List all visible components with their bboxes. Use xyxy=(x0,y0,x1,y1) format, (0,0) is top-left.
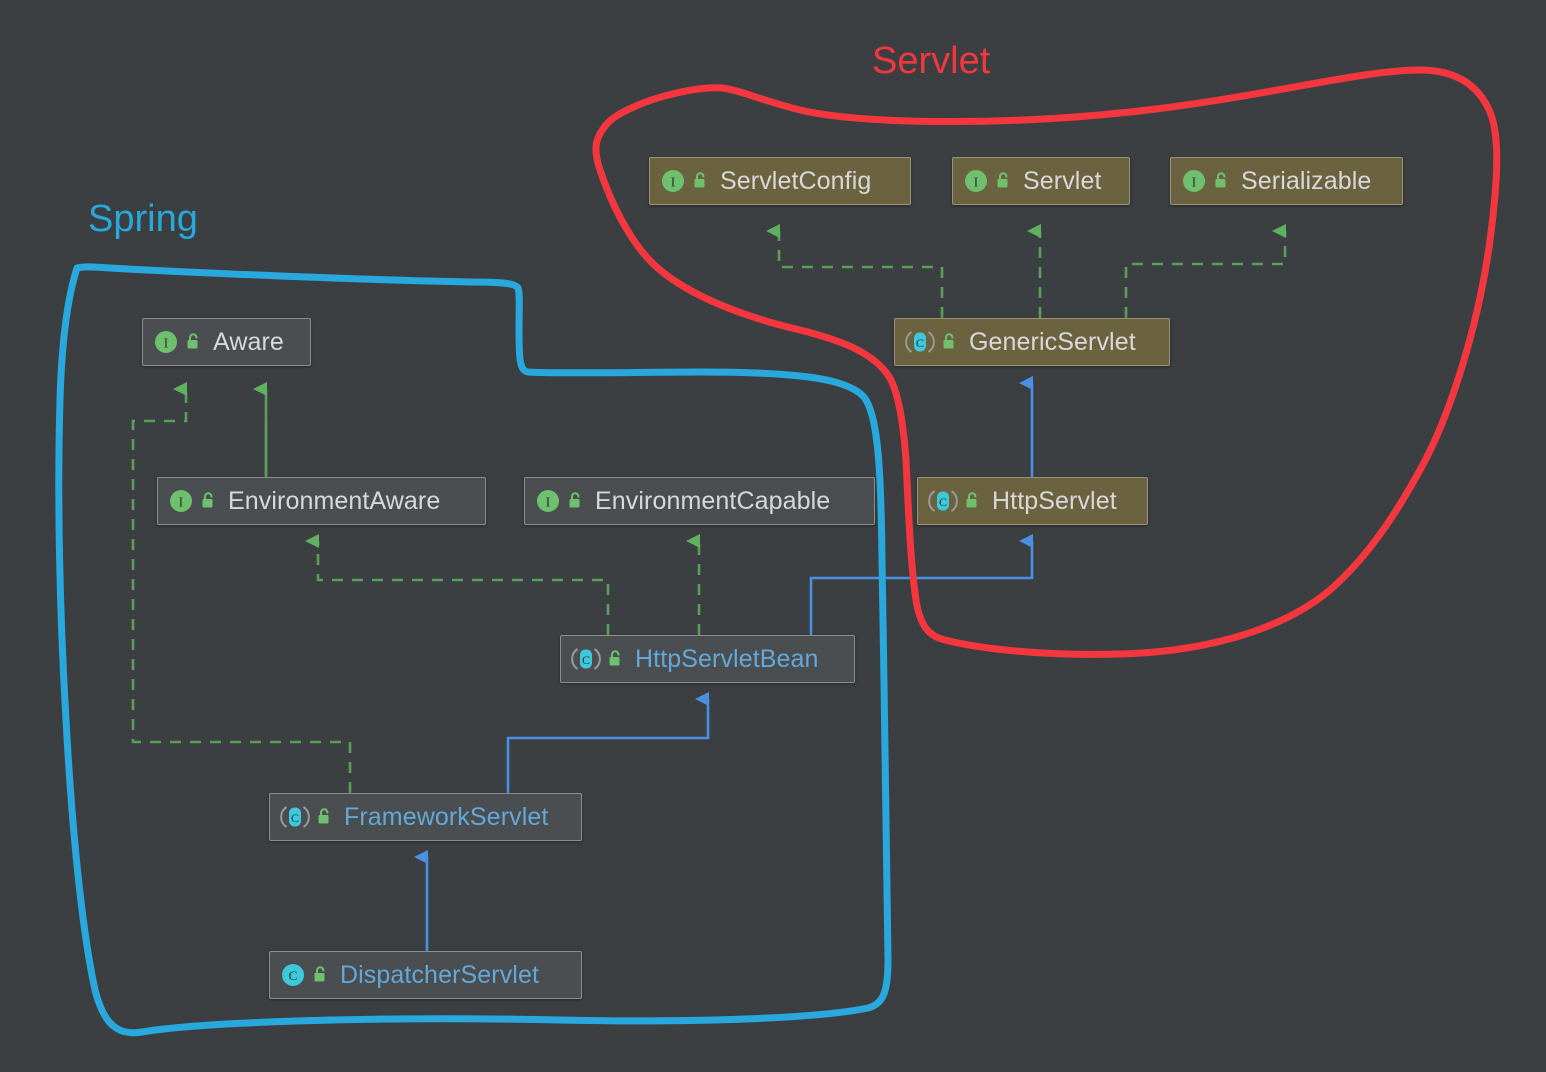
interface-icon: I xyxy=(535,488,561,514)
node-label: Serializable xyxy=(1241,166,1372,195)
node-aware[interactable]: I Aware xyxy=(142,318,311,366)
node-dispatcher-servlet[interactable]: C DispatcherServlet xyxy=(269,951,582,999)
node-servlet[interactable]: I Servlet xyxy=(952,157,1130,205)
edge-frameworkservlet-extends-httpservletbean xyxy=(506,692,710,793)
class-icon: C xyxy=(280,962,306,988)
node-label: FrameworkServlet xyxy=(344,802,549,831)
svg-text:I: I xyxy=(1192,176,1197,191)
node-generic-servlet[interactable]: C GenericServlet xyxy=(894,318,1170,366)
unlock-icon xyxy=(965,491,983,511)
interface-icon: I xyxy=(660,168,686,194)
svg-text:I: I xyxy=(546,496,551,511)
unlock-icon xyxy=(942,332,960,352)
node-framework-servlet[interactable]: C FrameworkServlet xyxy=(269,793,582,841)
node-http-servlet[interactable]: C HttpServlet xyxy=(917,477,1148,525)
edge-frameworkservlet-implements-aware xyxy=(131,382,352,793)
interface-icon: I xyxy=(963,168,989,194)
region-label-spring: Spring xyxy=(88,198,198,240)
unlock-icon xyxy=(186,332,204,352)
node-label: Aware xyxy=(213,327,284,356)
unlock-icon xyxy=(313,965,331,985)
node-label: HttpServletBean xyxy=(635,644,819,673)
svg-text:C: C xyxy=(291,811,299,825)
node-label: Servlet xyxy=(1023,166,1102,195)
node-label: EnvironmentAware xyxy=(228,486,441,515)
node-label: EnvironmentCapable xyxy=(595,486,831,515)
abstract-class-icon: C xyxy=(280,804,310,830)
unlock-icon xyxy=(608,649,626,669)
node-environment-aware[interactable]: I EnvironmentAware xyxy=(157,477,486,525)
node-environment-capable[interactable]: I EnvironmentCapable xyxy=(524,477,875,525)
node-servlet-config[interactable]: I ServletConfig xyxy=(649,157,911,205)
unlock-icon xyxy=(317,807,335,827)
edge-genericservlet-implements-servletconfig xyxy=(766,224,944,318)
unlock-icon xyxy=(1214,171,1232,191)
edge-httpservletbean-extends-httpservlet xyxy=(809,534,1034,635)
node-serializable[interactable]: I Serializable xyxy=(1170,157,1403,205)
node-http-servlet-bean[interactable]: C HttpServletBean xyxy=(560,635,855,683)
node-label: GenericServlet xyxy=(969,327,1136,356)
svg-text:I: I xyxy=(974,176,979,191)
interface-icon: I xyxy=(168,488,194,514)
abstract-class-icon: C xyxy=(905,329,935,355)
svg-text:I: I xyxy=(179,496,184,511)
abstract-class-icon: C xyxy=(928,488,958,514)
region-label-servlet: Servlet xyxy=(872,40,991,82)
svg-text:I: I xyxy=(671,176,676,191)
unlock-icon xyxy=(568,491,586,511)
svg-text:C: C xyxy=(289,968,298,983)
interface-icon: I xyxy=(153,329,179,355)
unlock-icon xyxy=(996,171,1014,191)
node-label: DispatcherServlet xyxy=(340,960,540,989)
interface-icon: I xyxy=(1181,168,1207,194)
svg-text:C: C xyxy=(916,336,924,350)
edge-genericservlet-implements-serializable xyxy=(1124,224,1287,318)
node-label: HttpServlet xyxy=(992,486,1117,515)
unlock-icon xyxy=(201,491,219,511)
unlock-icon xyxy=(693,171,711,191)
svg-text:I: I xyxy=(164,337,169,352)
svg-text:C: C xyxy=(939,495,947,509)
abstract-class-icon: C xyxy=(571,646,601,672)
node-label: ServletConfig xyxy=(720,166,872,195)
edge-httpservletbean-implements-environmentaware xyxy=(305,534,610,635)
svg-text:C: C xyxy=(582,653,590,667)
